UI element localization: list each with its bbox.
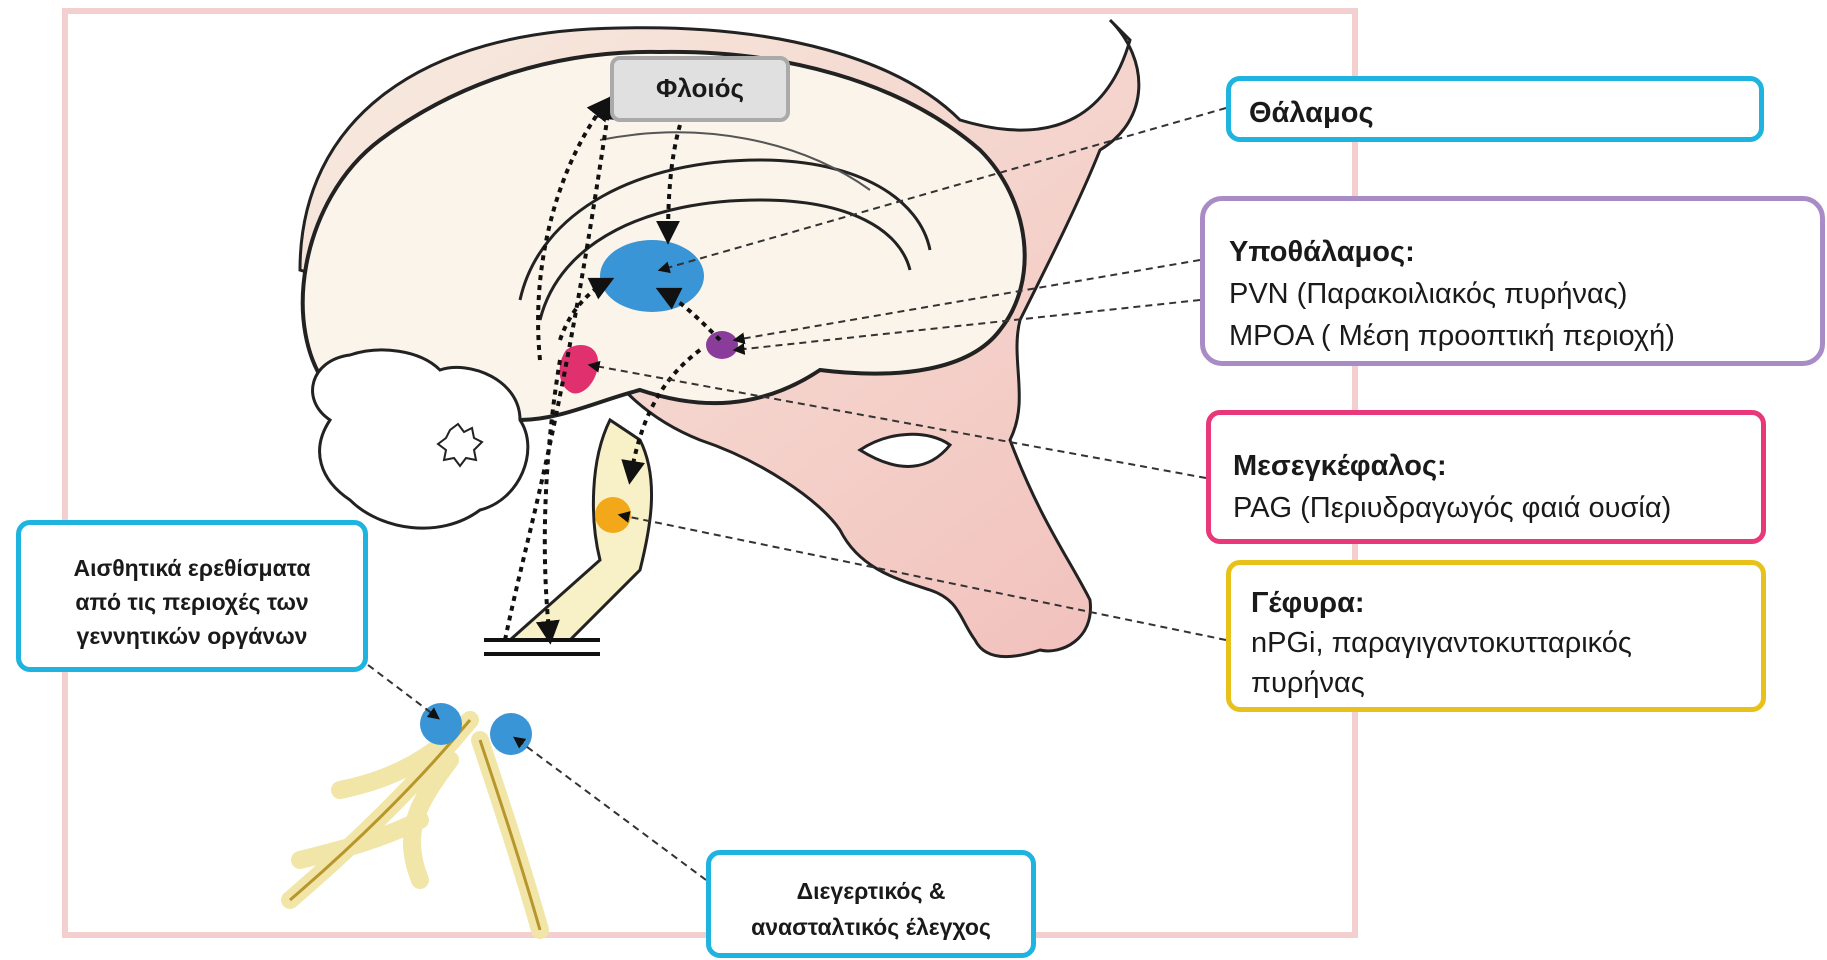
thalamus-box: Θάλαμος — [1226, 76, 1764, 142]
cortex-label: Φλοιός — [610, 56, 790, 122]
sensory-line-1: Αισθητικά ερεθίσματα — [31, 551, 353, 585]
hypothalamus-line-mpoa: MPOA ( Μέση προοπτική περιοχή) — [1229, 315, 1796, 357]
hypothalamus-nucleus — [706, 331, 738, 359]
pons-nucleus — [595, 497, 631, 533]
thalamus-nucleus — [600, 240, 704, 312]
sensory-line-3: γεννητικών οργάνων — [31, 619, 353, 653]
pons-line-1: nPGi, παραγιγαντοκυτταρικός — [1251, 623, 1741, 663]
hypothalamus-box: Υποθάλαμος: PVN (Παρακοιλιακός πυρήνας) … — [1200, 196, 1825, 366]
midbrain-line-pag: PAG (Περιυδραγωγός φαιά ουσία) — [1233, 487, 1739, 529]
spinal-neuron-right — [490, 713, 532, 755]
hypothalamus-title: Υποθάλαμος: — [1229, 231, 1796, 273]
leader-control — [515, 738, 706, 880]
hypothalamus-line-pvn: PVN (Παρακοιλιακός πυρήνας) — [1229, 273, 1796, 315]
midbrain-title: Μεσεγκέφαλος: — [1233, 445, 1739, 487]
sensory-line-2: από τις περιοχές των — [31, 585, 353, 619]
control-box: Διεγερτικός & ανασταλτικός έλεγχος — [706, 850, 1036, 958]
leader-sensory — [368, 665, 438, 718]
pons-title: Γέφυρα: — [1251, 583, 1741, 623]
thalamus-title: Θάλαμος — [1249, 97, 1741, 130]
cortex-text: Φλοιός — [656, 73, 744, 103]
midbrain-box: Μεσεγκέφαλος: PAG (Περιυδραγωγός φαιά ου… — [1206, 410, 1766, 544]
control-line-2: ανασταλτικός έλεγχος — [721, 909, 1021, 945]
pons-box: Γέφυρα: nPGi, παραγιγαντοκυτταρικός πυρή… — [1226, 560, 1766, 712]
pons-line-2: πυρήνας — [1251, 663, 1741, 703]
control-line-1: Διεγερτικός & — [721, 873, 1021, 909]
sensory-input-box: Αισθητικά ερεθίσματα από τις περιοχές τω… — [16, 520, 368, 672]
